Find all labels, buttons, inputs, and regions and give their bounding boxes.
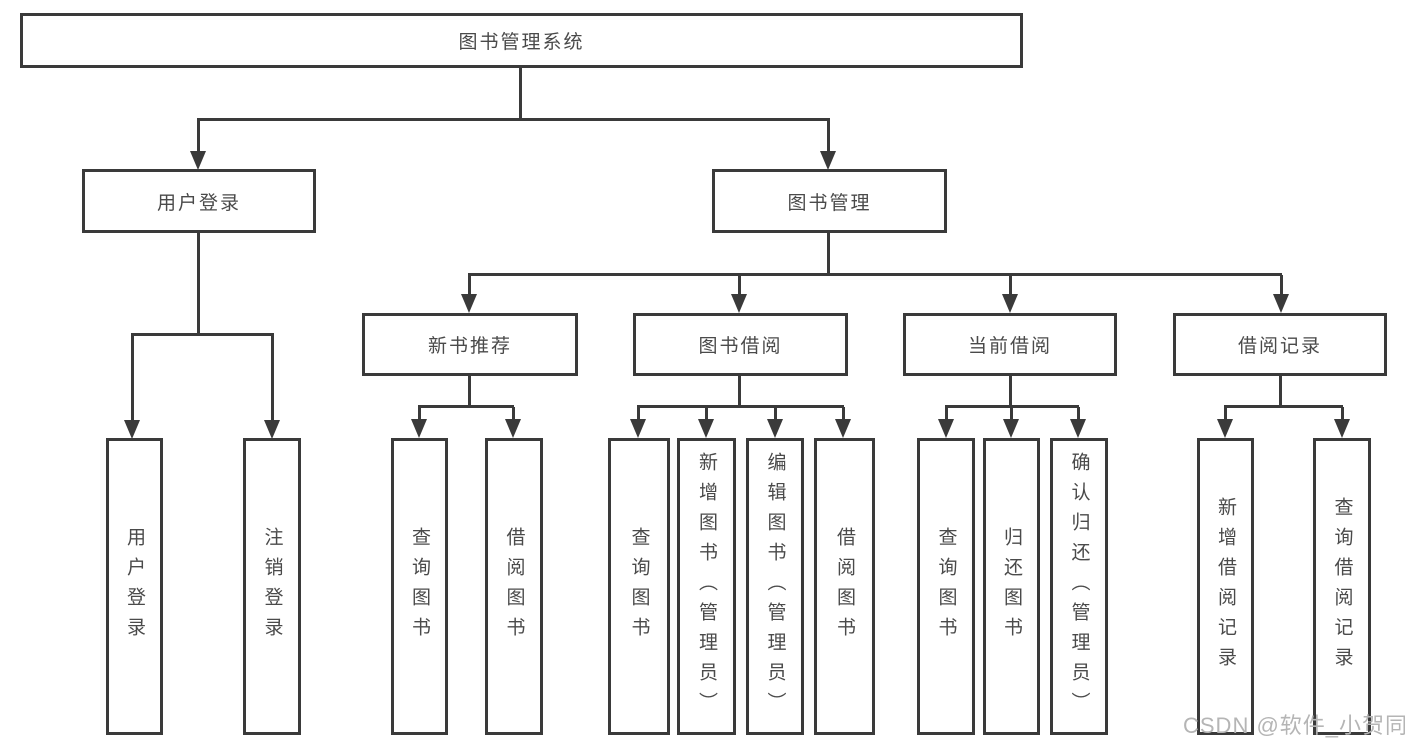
leaf-label: 查询图书 [935, 526, 957, 647]
leaf-label: 查询图书 [409, 526, 430, 647]
node-current-borrow: 当前借阅 [903, 313, 1117, 376]
connector-line [197, 233, 200, 333]
connector-line [519, 68, 522, 121]
arrow-down-icon [505, 419, 521, 438]
leaf-query-borrow-record: 查询借阅记录 [1313, 438, 1371, 735]
leaf-add-books-admin: 新增图书（管理员） [677, 438, 736, 735]
connector-line [1280, 275, 1283, 295]
leaf-label: 查询图书 [628, 526, 650, 647]
leaf-logout-login: 注销登录 [243, 438, 301, 735]
leaf-label: 确认归还（管理员） [1068, 451, 1090, 722]
arrow-down-icon [1217, 419, 1233, 438]
connector-line [418, 405, 514, 408]
watermark-text: CSDN @软件_小贺同学 [1183, 713, 1405, 738]
arrow-down-icon [1002, 294, 1018, 313]
arrow-down-icon [835, 419, 851, 438]
leaf-label: 新增借阅记录 [1215, 496, 1236, 677]
connector-line [468, 273, 1282, 276]
leaf-label: 注销登录 [261, 526, 283, 647]
connector-line [468, 275, 471, 295]
arrow-down-icon [630, 419, 646, 438]
leaf-query-books-borrow: 查询图书 [608, 438, 670, 735]
connector-line [1009, 376, 1012, 407]
connector-line [1010, 407, 1013, 421]
arrow-down-icon [264, 420, 280, 439]
leaf-add-borrow-record: 新增借阅记录 [1197, 438, 1254, 735]
connector-line [197, 118, 830, 121]
connector-line [842, 407, 845, 421]
leaf-label: 新增图书（管理员） [696, 451, 717, 722]
leaf-user-login: 用户登录 [106, 438, 163, 735]
arrow-down-icon [938, 419, 954, 438]
connector-line [945, 405, 1079, 408]
arrow-down-icon [190, 151, 206, 170]
connector-line [1341, 407, 1344, 421]
arrow-down-icon [820, 151, 836, 170]
connector-line [945, 407, 948, 421]
connector-line [827, 120, 830, 153]
connector-line [197, 120, 200, 153]
leaf-label: 查询借阅记录 [1331, 496, 1353, 677]
connector-line [1077, 407, 1080, 421]
arrow-down-icon [1070, 419, 1086, 438]
arrow-down-icon [461, 294, 477, 313]
leaf-label: 编辑图书（管理员） [764, 451, 786, 722]
connector-line [271, 335, 274, 420]
leaf-edit-books-admin: 编辑图书（管理员） [746, 438, 804, 735]
leaf-return-books: 归还图书 [983, 438, 1040, 735]
leaf-label: 借阅图书 [503, 526, 525, 647]
arrow-down-icon [767, 419, 783, 438]
connector-line [637, 407, 640, 421]
arrow-down-icon [411, 419, 427, 438]
leaf-borrow-books-borrow: 借阅图书 [814, 438, 875, 735]
leaf-label: 借阅图书 [834, 526, 855, 647]
node-new-book-recommend: 新书推荐 [362, 313, 578, 376]
arrow-down-icon [1334, 419, 1350, 438]
connector-line [1009, 275, 1012, 295]
connector-line [1224, 407, 1227, 421]
leaf-label: 用户登录 [124, 526, 145, 647]
connector-line [512, 407, 515, 421]
connector-line [1279, 376, 1282, 407]
arrow-down-icon [124, 420, 140, 439]
connector-line [131, 335, 134, 420]
connector-line [774, 407, 777, 421]
node-book-borrow: 图书借阅 [633, 313, 848, 376]
node-borrow-records: 借阅记录 [1173, 313, 1387, 376]
node-book-management: 图书管理 [712, 169, 947, 233]
leaf-query-books-recommend: 查询图书 [391, 438, 448, 735]
arrow-down-icon [1273, 294, 1289, 313]
connector-line [705, 407, 708, 421]
connector-line [131, 333, 274, 336]
connector-line [418, 407, 421, 421]
connector-line [827, 233, 830, 275]
leaf-label: 归还图书 [1001, 526, 1022, 647]
leaf-confirm-return-admin: 确认归还（管理员） [1050, 438, 1108, 735]
connector-line [637, 405, 844, 408]
leaf-borrow-books-recommend: 借阅图书 [485, 438, 543, 735]
arrow-down-icon [731, 294, 747, 313]
node-user-login: 用户登录 [82, 169, 316, 233]
arrow-down-icon [1003, 419, 1019, 438]
connector-line [468, 376, 471, 407]
arrow-down-icon [698, 419, 714, 438]
leaf-query-books-current: 查询图书 [917, 438, 975, 735]
node-root: 图书管理系统 [20, 13, 1023, 68]
connector-line [738, 275, 741, 295]
connector-line [738, 376, 741, 407]
connector-line [1224, 405, 1343, 408]
